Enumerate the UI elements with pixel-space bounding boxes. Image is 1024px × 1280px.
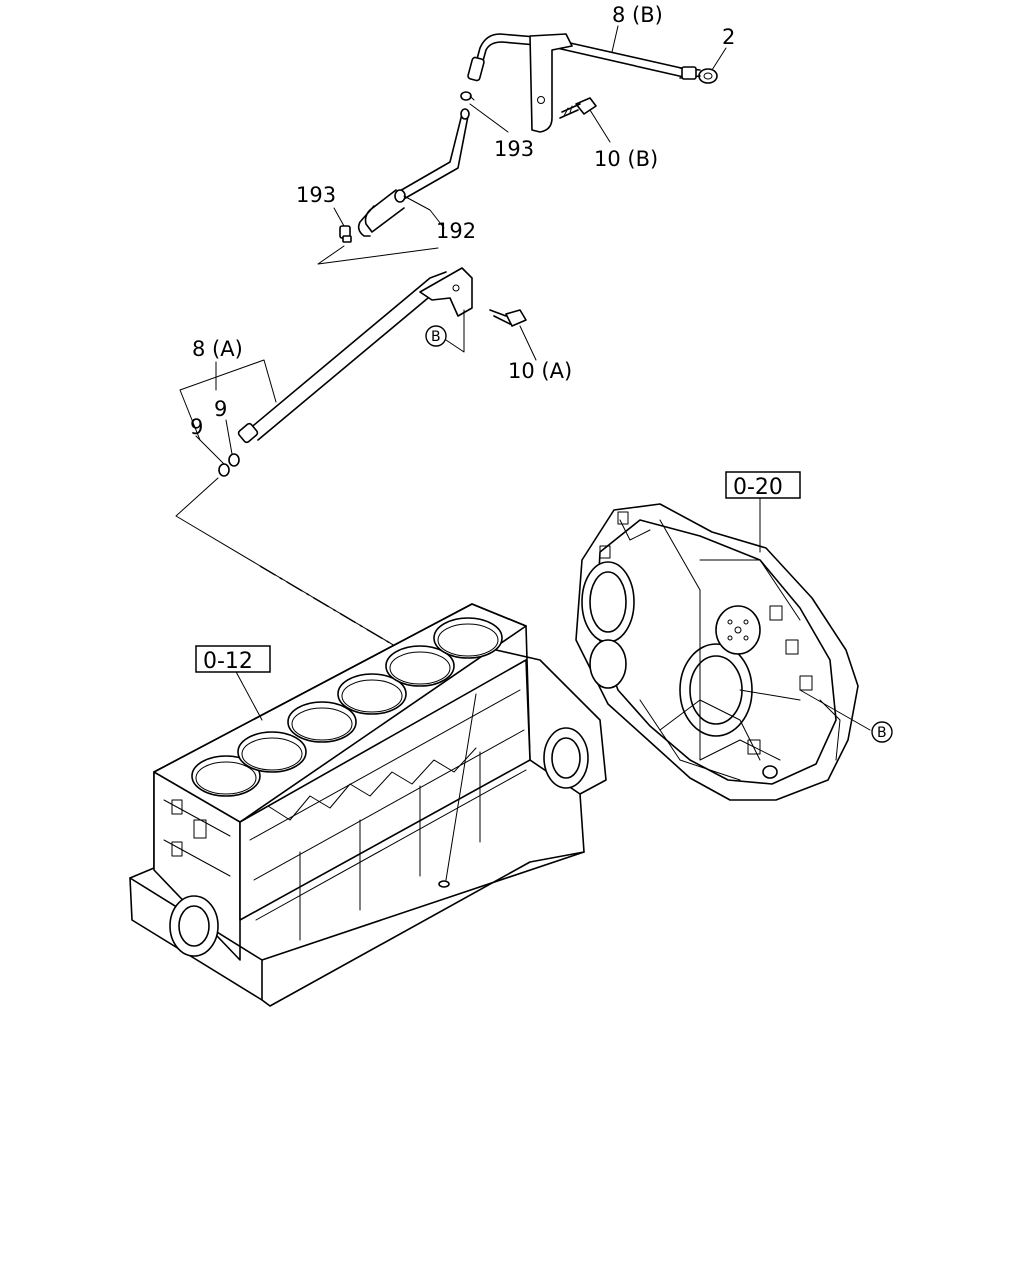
callout-192: 192 [436, 219, 476, 243]
circle-marker-bracket-label: B [431, 329, 441, 345]
circle-marker-housing: B [871, 721, 893, 743]
callout-8b: 8 (B) [612, 3, 663, 27]
callout-2: 2 [722, 25, 735, 49]
circle-marker-bracket: B [425, 325, 447, 347]
reference-box-block: 0-12 [195, 645, 271, 674]
reference-0-12: 0-12 [203, 649, 253, 674]
hose-192 [357, 108, 470, 237]
bolt-lower [489, 309, 527, 327]
hose-clamp-lower [339, 225, 352, 243]
callout-9-upper: 9 [214, 397, 227, 421]
circle-marker-housing-label: B [877, 725, 887, 741]
assembly-line-hose [317, 245, 439, 265]
callout-9-lower: 9 [190, 415, 203, 439]
flywheel-housing [575, 503, 859, 801]
guide-tube-lower [237, 267, 473, 444]
callout-10a: 10 (A) [508, 359, 572, 383]
o-rings [218, 453, 240, 477]
dipstick-bore-line [445, 693, 477, 881]
callout-8a: 8 (A) [192, 337, 243, 361]
dipstick-ring [698, 68, 718, 84]
callout-193-lower: 193 [296, 183, 336, 207]
callout-leaders [179, 25, 871, 731]
cylinder-block [129, 603, 607, 1007]
cylinder-bores [191, 617, 503, 797]
callout-193-upper: 193 [494, 137, 534, 161]
hose-clamp-upper [460, 91, 475, 101]
guide-tube-upper [467, 33, 701, 133]
callout-10b: 10 (B) [594, 147, 658, 171]
dipstick-bore [438, 880, 450, 888]
bolt-upper [559, 97, 597, 119]
reference-box-housing: 0-20 [725, 471, 801, 500]
reference-0-20: 0-20 [733, 475, 783, 500]
